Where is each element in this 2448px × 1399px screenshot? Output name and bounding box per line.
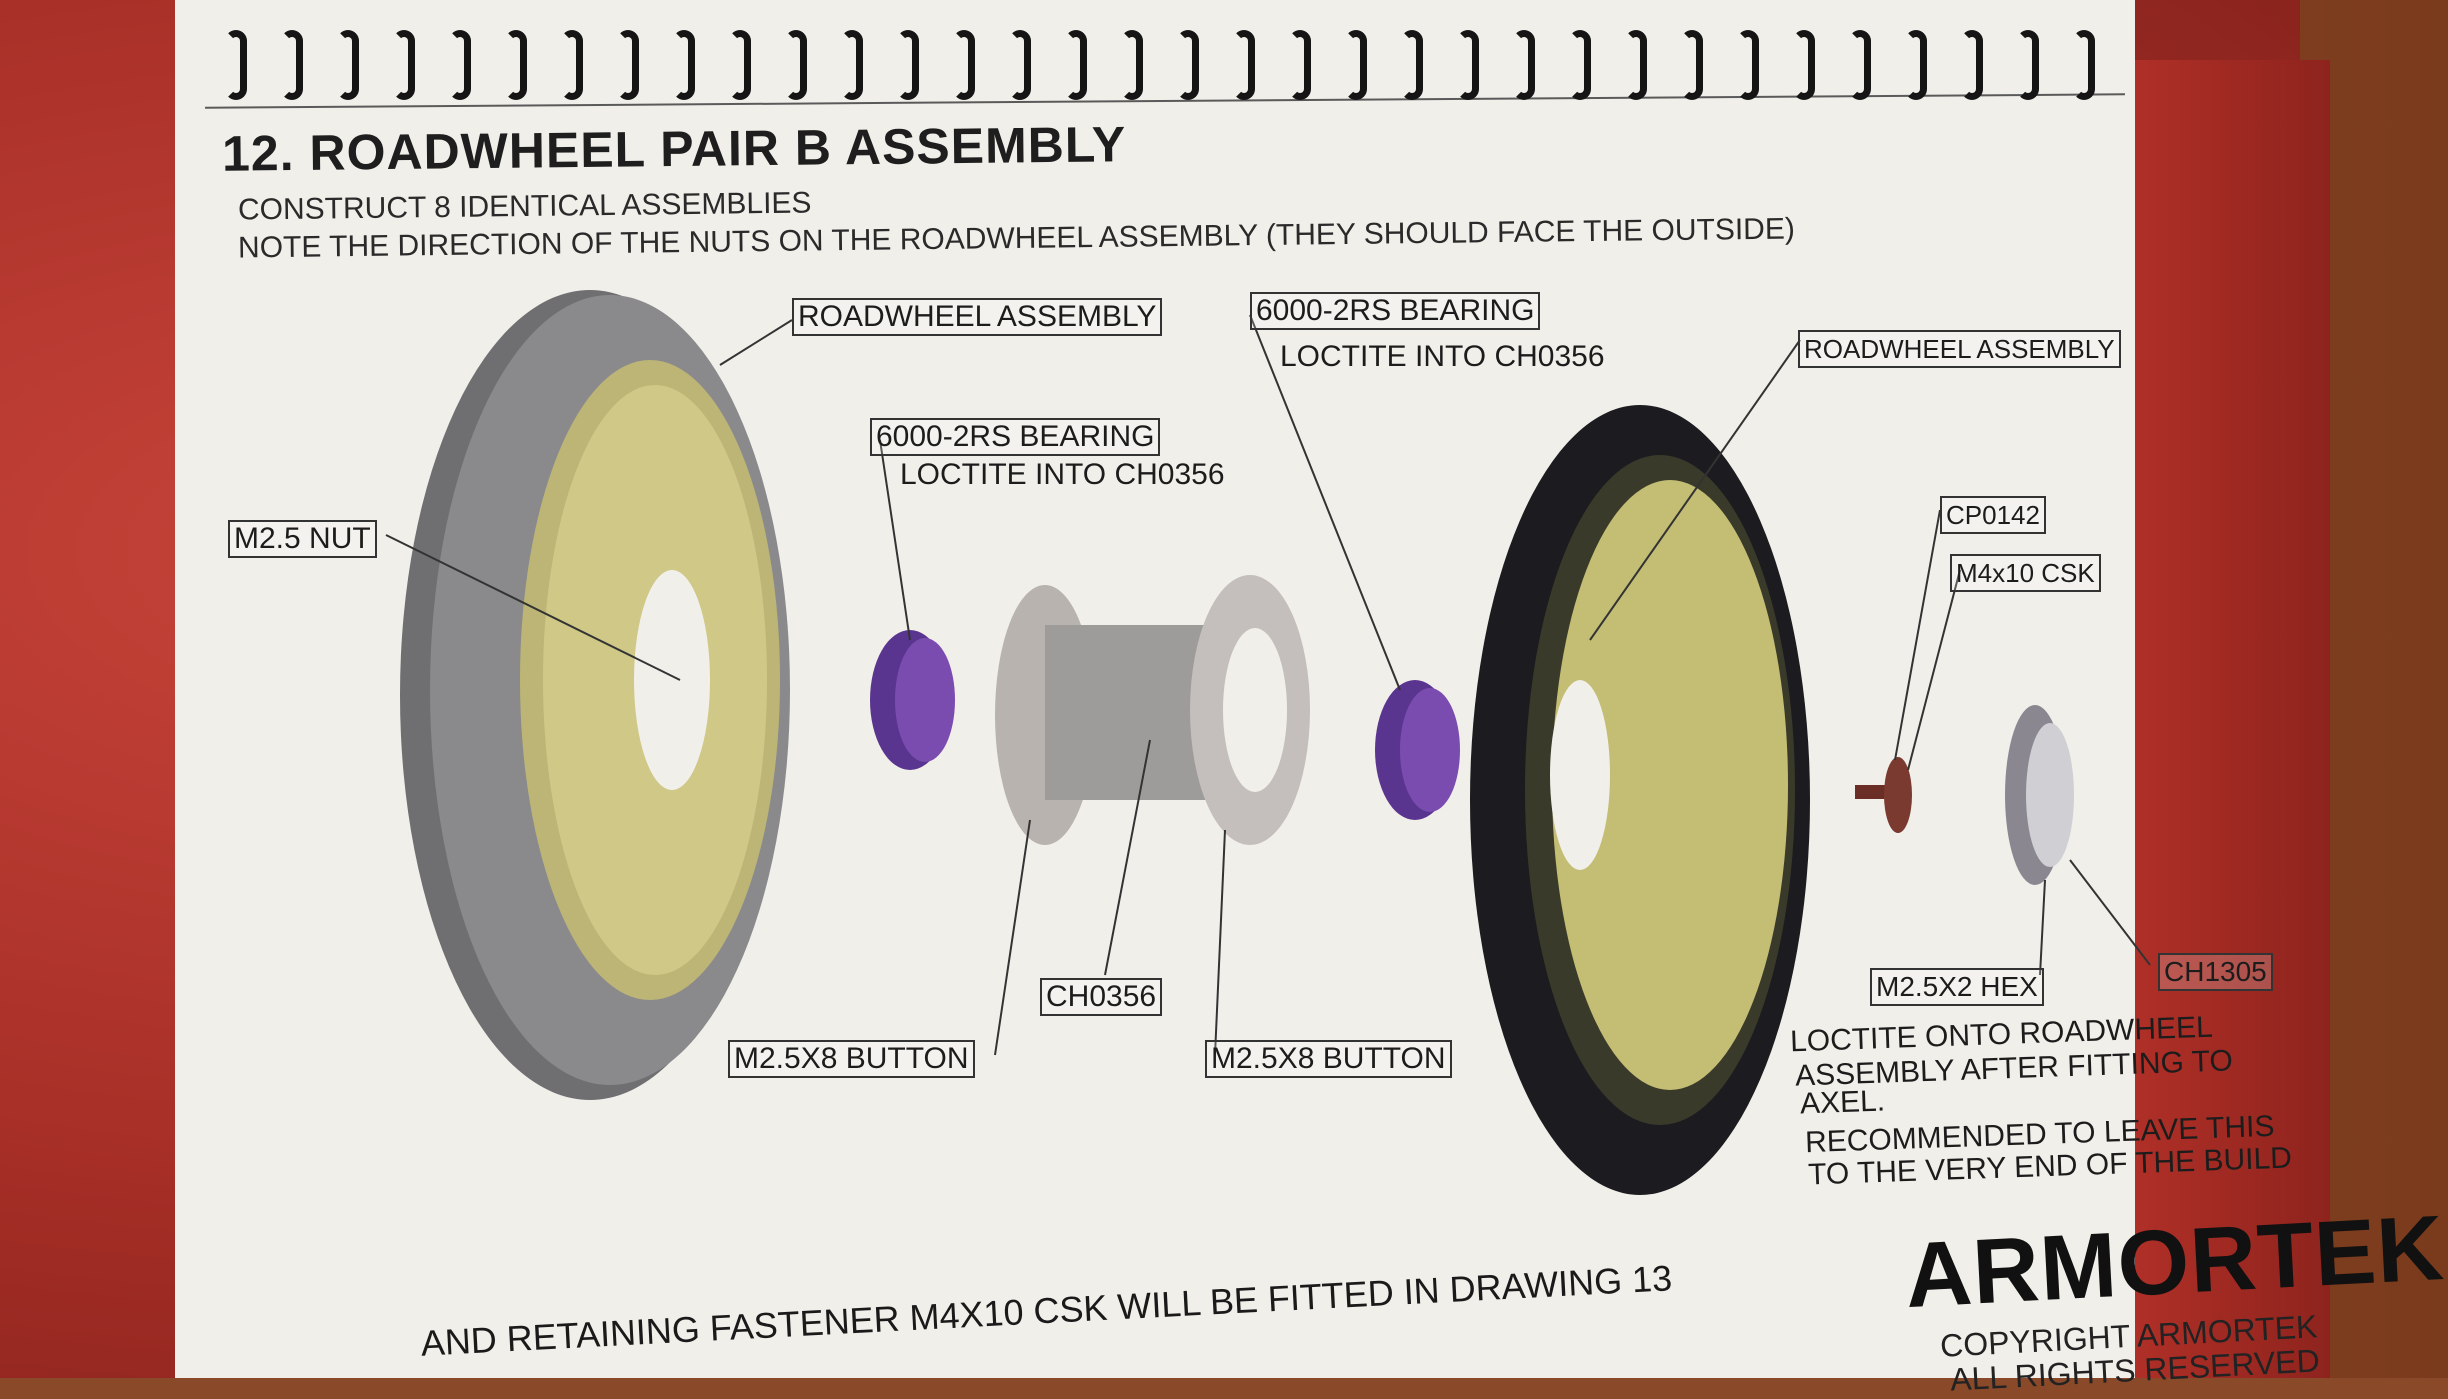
bearing-left [870, 630, 955, 770]
callout-ch1305: CH1305 [2158, 953, 2273, 991]
roadwheel-left [400, 290, 790, 1100]
callout-roadwheel-right: ROADWHEEL ASSEMBLY [1798, 330, 2121, 368]
spiral-ring [1681, 30, 1703, 100]
callout-roadwheel-left: ROADWHEEL ASSEMBLY [792, 298, 1163, 336]
spiral-ring [785, 30, 807, 100]
spiral-ring [729, 30, 751, 100]
callout-ch0356: CH0356 [1040, 978, 1163, 1016]
callout-bearing-left: 6000-2RS BEARING [870, 418, 1161, 456]
spiral-ring [1233, 30, 1255, 100]
spiral-ring [2073, 30, 2095, 100]
spiral-ring [673, 30, 695, 100]
spiral-ring [1009, 30, 1031, 100]
callout-button-left: M2.5X8 BUTTON [728, 1040, 975, 1078]
spiral-ring [1345, 30, 1367, 100]
spiral-ring [1513, 30, 1535, 100]
spiral-ring [393, 30, 415, 100]
spiral-ring [1457, 30, 1479, 100]
bearing-right [1375, 680, 1460, 820]
spiral-ring [1625, 30, 1647, 100]
spiral-ring [449, 30, 471, 100]
spiral-ring [1569, 30, 1591, 100]
spiral-ring [1065, 30, 1087, 100]
spiral-ring [617, 30, 639, 100]
spiral-ring [561, 30, 583, 100]
cap-ch1305 [2005, 705, 2074, 885]
spiral-ring [953, 30, 975, 100]
spiral-binding [225, 20, 2125, 110]
spiral-ring [2017, 30, 2039, 100]
spiral-ring [841, 30, 863, 100]
spiral-ring [1737, 30, 1759, 100]
spiral-ring [337, 30, 359, 100]
note-bearing-left: LOCTITE INTO CH0356 [900, 458, 1225, 491]
roadwheel-right [1470, 405, 1810, 1195]
spiral-ring [1401, 30, 1423, 100]
spiral-ring [1849, 30, 1871, 100]
spiral-ring [1961, 30, 1983, 100]
callout-button-right: M2.5X8 BUTTON [1205, 1040, 1452, 1078]
hub-ch0356 [995, 575, 1310, 845]
spiral-ring [1289, 30, 1311, 100]
leader-lines [385, 314, 2151, 1056]
callout-hex: M2.5X2 HEX [1870, 968, 2044, 1006]
spiral-ring [1121, 30, 1143, 100]
hub-note-line-3: AXEL. [1799, 1084, 1886, 1121]
note-bearing-right: LOCTITE INTO CH0356 [1280, 340, 1605, 373]
spiral-ring [1905, 30, 1927, 100]
callout-nut: M2.5 NUT [228, 520, 377, 558]
spiral-ring [1177, 30, 1199, 100]
bolt-cp0142 [1855, 757, 1912, 833]
callout-bearing-right: 6000-2RS BEARING [1250, 292, 1541, 330]
callout-cp0142: CP0142 [1940, 496, 2046, 534]
spiral-ring [225, 30, 247, 100]
spiral-ring [897, 30, 919, 100]
spiral-ring [505, 30, 527, 100]
spiral-ring [1793, 30, 1815, 100]
spiral-ring [281, 30, 303, 100]
callout-m4x10: M4x10 CSK [1950, 554, 2101, 592]
